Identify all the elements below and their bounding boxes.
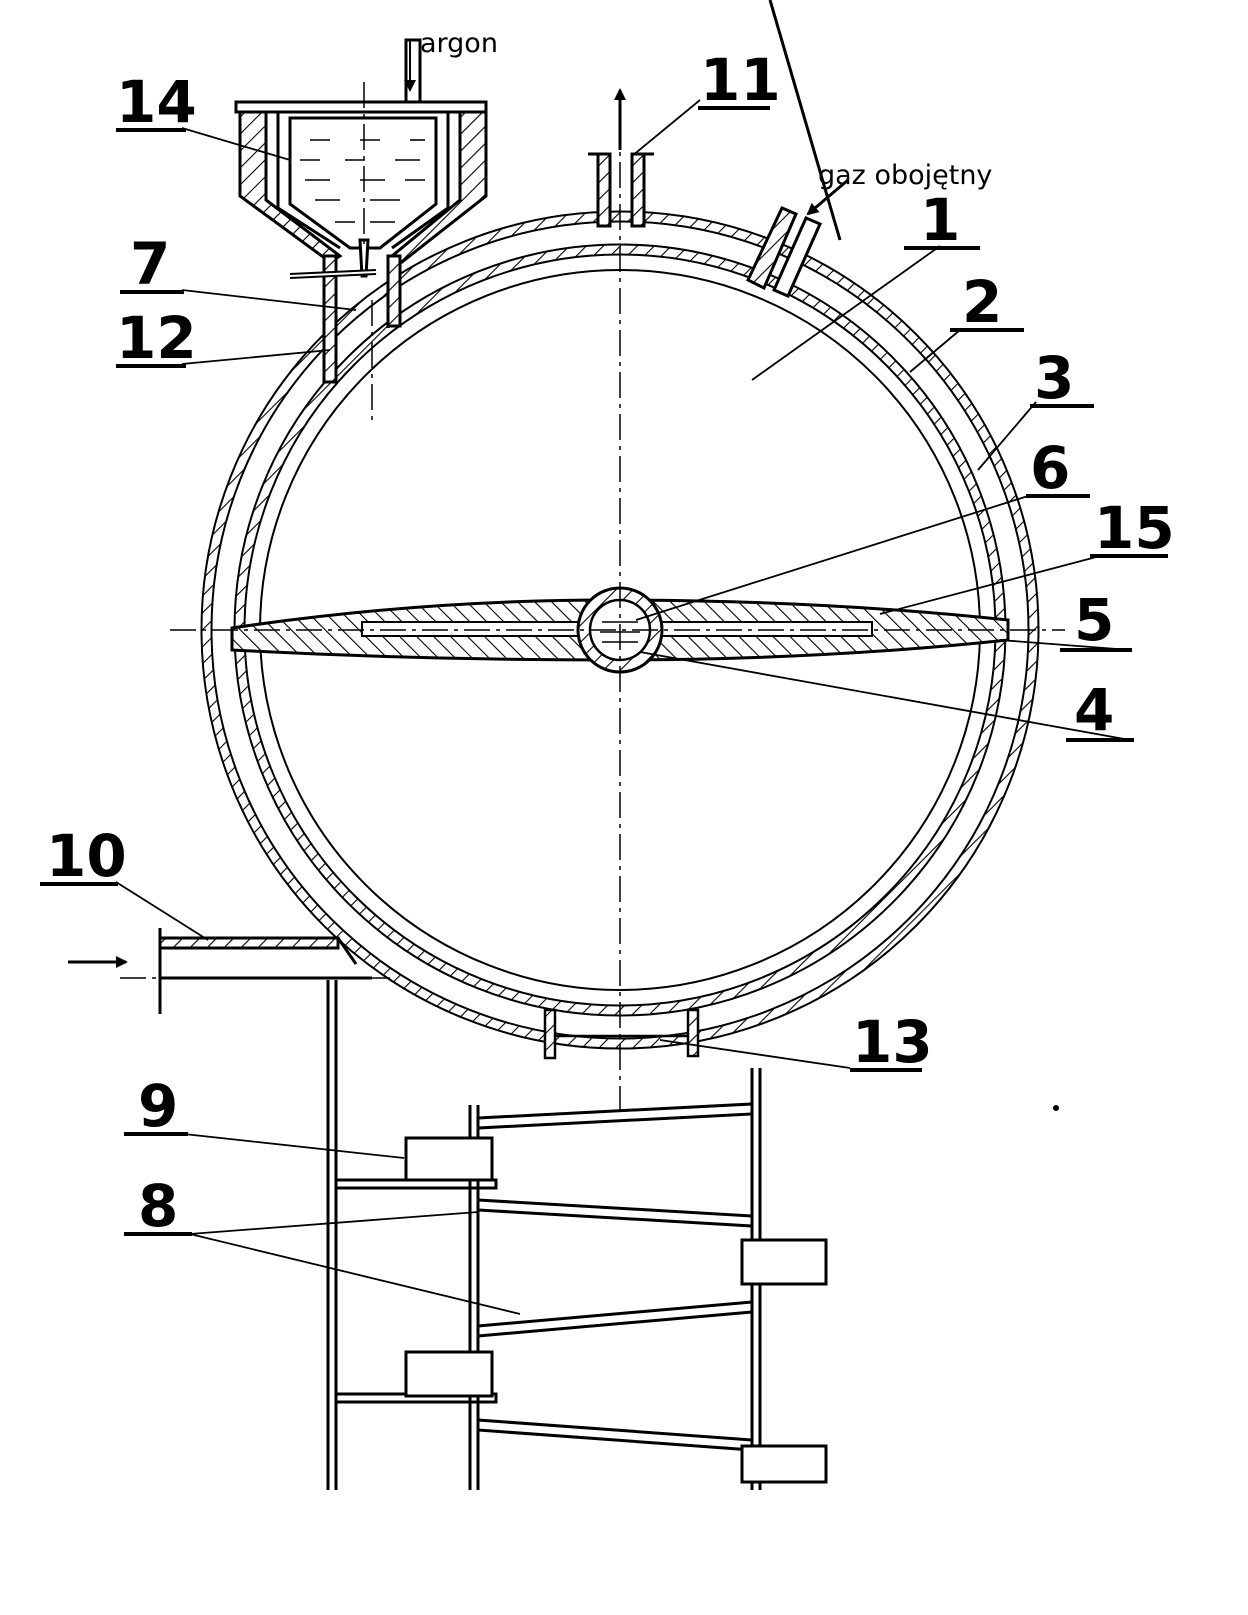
callout-11: 11 <box>700 46 781 114</box>
callout-1: 1 <box>920 186 960 254</box>
argon-label: argon <box>420 28 498 59</box>
leader-lines <box>115 99 1131 1315</box>
callout-14: 14 <box>116 68 197 136</box>
callout-12: 12 <box>116 304 197 372</box>
callout-3: 3 <box>1034 344 1074 412</box>
callout-10: 10 <box>46 822 127 890</box>
callout-4: 4 <box>1074 676 1114 744</box>
hopper <box>234 38 488 384</box>
callout-numbers: 14 7 12 11 1 2 3 6 15 5 4 10 13 9 8 <box>46 46 1175 1240</box>
callout-13: 13 <box>852 1008 933 1076</box>
inert-gas-label: gaz obojętny <box>818 160 992 191</box>
callout-15: 15 <box>1094 494 1175 562</box>
counterweights <box>404 1136 828 1484</box>
callout-8: 8 <box>138 1172 178 1240</box>
bottom-spacer <box>543 1008 700 1060</box>
callout-5: 5 <box>1074 586 1114 654</box>
callout-9: 9 <box>138 1072 178 1140</box>
speck-dot <box>1053 1105 1059 1111</box>
inert-gas-inlet <box>746 0 849 298</box>
callout-7: 7 <box>130 230 170 298</box>
callout-6: 6 <box>1030 434 1070 502</box>
callout-2: 2 <box>962 268 1002 336</box>
support-frame <box>326 980 762 1490</box>
callout-underlines <box>40 106 1168 1236</box>
inlet-pipe <box>68 928 372 1014</box>
top-outlet-pipe <box>588 88 654 228</box>
